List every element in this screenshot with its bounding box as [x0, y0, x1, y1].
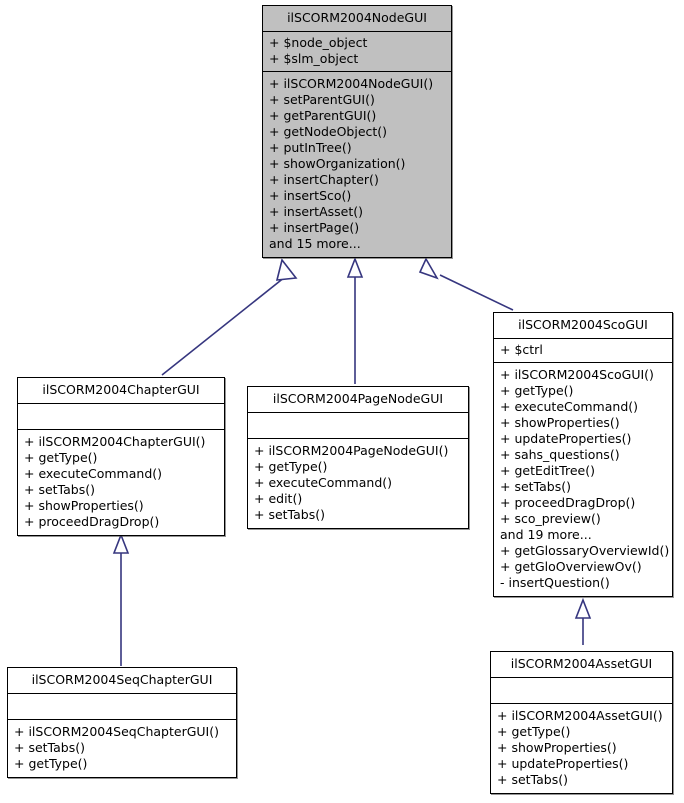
edge-pagenode-to-node: [346, 256, 364, 384]
operation-row: + setTabs(): [254, 506, 325, 522]
operation-row: + ilSCORM2004PageNodeGUI(): [254, 442, 449, 458]
operation-row: + sahs_questions(): [500, 446, 620, 462]
class-operations: + ilSCORM2004SeqChapterGUI() + setTabs()…: [8, 720, 236, 777]
class-title: ilSCORM2004SeqChapterGUI: [8, 668, 236, 694]
operation-row: + showProperties(): [497, 739, 617, 755]
class-title: ilSCORM2004AssetGUI: [491, 652, 672, 678]
operation-row: + ilSCORM2004ScoGUI(): [500, 366, 654, 382]
operation-more-row: and 19 more...: [500, 526, 592, 542]
class-operations: + ilSCORM2004ChapterGUI() + getType() + …: [18, 430, 224, 535]
operation-row: + getNodeObject(): [269, 123, 388, 139]
operation-row: + edit(): [254, 490, 303, 506]
operation-row: + sco_preview(): [500, 510, 601, 526]
operation-row: + executeCommand(): [254, 474, 393, 490]
operation-more-row: and 15 more...: [269, 235, 361, 251]
operation-row: + getGlossaryOverviewId(): [500, 542, 670, 558]
class-attributes: [491, 678, 672, 704]
operation-row: + getEditTree(): [500, 462, 595, 478]
operation-row: + getParentGUI(): [269, 107, 377, 123]
operation-row: + getType(): [497, 723, 571, 739]
class-operations: + ilSCORM2004PageNodeGUI() + getType() +…: [248, 439, 468, 528]
operation-row: + executeCommand(): [24, 465, 163, 481]
operation-row: + ilSCORM2004SeqChapterGUI(): [14, 723, 219, 739]
operation-row: + getType(): [254, 458, 328, 474]
class-attributes: [8, 694, 236, 720]
class-attributes: [248, 413, 468, 439]
operation-row: + showProperties(): [24, 497, 144, 513]
attribute-row: + $ctrl: [500, 341, 543, 357]
edge-sco-to-node: [418, 257, 514, 311]
class-box-ilscorm2004nodegui[interactable]: ilSCORM2004NodeGUI + $node_object + $slm…: [262, 5, 452, 258]
class-box-ilscorm2004assetgui[interactable]: ilSCORM2004AssetGUI + ilSCORM2004AssetGU…: [490, 651, 673, 794]
class-box-ilscorm2004seqchaptergui[interactable]: ilSCORM2004SeqChapterGUI + ilSCORM2004Se…: [7, 667, 237, 778]
attribute-row: + $slm_object: [269, 50, 359, 66]
class-title: ilSCORM2004ScoGUI: [494, 313, 672, 339]
operation-row: + proceedDragDrop(): [24, 513, 160, 529]
attribute-row: + $node_object: [269, 34, 368, 50]
operation-row: + setTabs(): [497, 771, 568, 787]
operation-row: + showProperties(): [500, 414, 620, 430]
operation-row: + setTabs(): [500, 478, 571, 494]
operation-row: + ilSCORM2004NodeGUI(): [269, 75, 434, 91]
class-title: ilSCORM2004NodeGUI: [263, 6, 451, 32]
class-attributes: + $ctrl: [494, 339, 672, 363]
operation-row: + insertPage(): [269, 219, 360, 235]
operation-row: + insertAsset(): [269, 203, 364, 219]
operation-row: + getType(): [14, 755, 88, 771]
operation-row: + getGloOverviewOv(): [500, 558, 642, 574]
edge-asset-to-sco: [574, 597, 592, 645]
operation-row: + ilSCORM2004ChapterGUI(): [24, 433, 206, 449]
class-title: ilSCORM2004ChapterGUI: [18, 378, 224, 404]
class-operations: + ilSCORM2004AssetGUI() + getType() + sh…: [491, 704, 672, 793]
operation-row: - insertQuestion(): [500, 574, 610, 590]
operation-row: + getType(): [24, 449, 98, 465]
class-box-ilscorm2004pagenodegui[interactable]: ilSCORM2004PageNodeGUI + ilSCORM2004Page…: [247, 386, 469, 529]
class-box-ilscorm2004scogui[interactable]: ilSCORM2004ScoGUI + $ctrl + ilSCORM2004S…: [493, 312, 673, 597]
operation-row: + updateProperties(): [497, 755, 629, 771]
class-attributes: + $node_object + $slm_object: [263, 32, 451, 72]
edge-chapter-to-node: [161, 258, 298, 376]
class-attributes: [18, 404, 224, 430]
edge-seqchapter-to-chapter: [112, 532, 130, 666]
class-title: ilSCORM2004PageNodeGUI: [248, 387, 468, 413]
class-box-ilscorm2004chaptergui[interactable]: ilSCORM2004ChapterGUI + ilSCORM2004Chapt…: [17, 377, 225, 536]
operation-row: + setParentGUI(): [269, 91, 375, 107]
operation-row: + insertSco(): [269, 187, 352, 203]
operation-row: + proceedDragDrop(): [500, 494, 636, 510]
operation-row: + setTabs(): [14, 739, 85, 755]
operation-row: + insertChapter(): [269, 171, 379, 187]
operation-row: + setTabs(): [24, 481, 95, 497]
operation-row: + showOrganization(): [269, 155, 406, 171]
operation-row: + getType(): [500, 382, 574, 398]
class-operations: + ilSCORM2004ScoGUI() + getType() + exec…: [494, 363, 672, 596]
operation-row: + executeCommand(): [500, 398, 639, 414]
operation-row: + updateProperties(): [500, 430, 632, 446]
operation-row: + putInTree(): [269, 139, 352, 155]
class-operations: + ilSCORM2004NodeGUI() + setParentGUI() …: [263, 72, 451, 257]
operation-row: + ilSCORM2004AssetGUI(): [497, 707, 663, 723]
